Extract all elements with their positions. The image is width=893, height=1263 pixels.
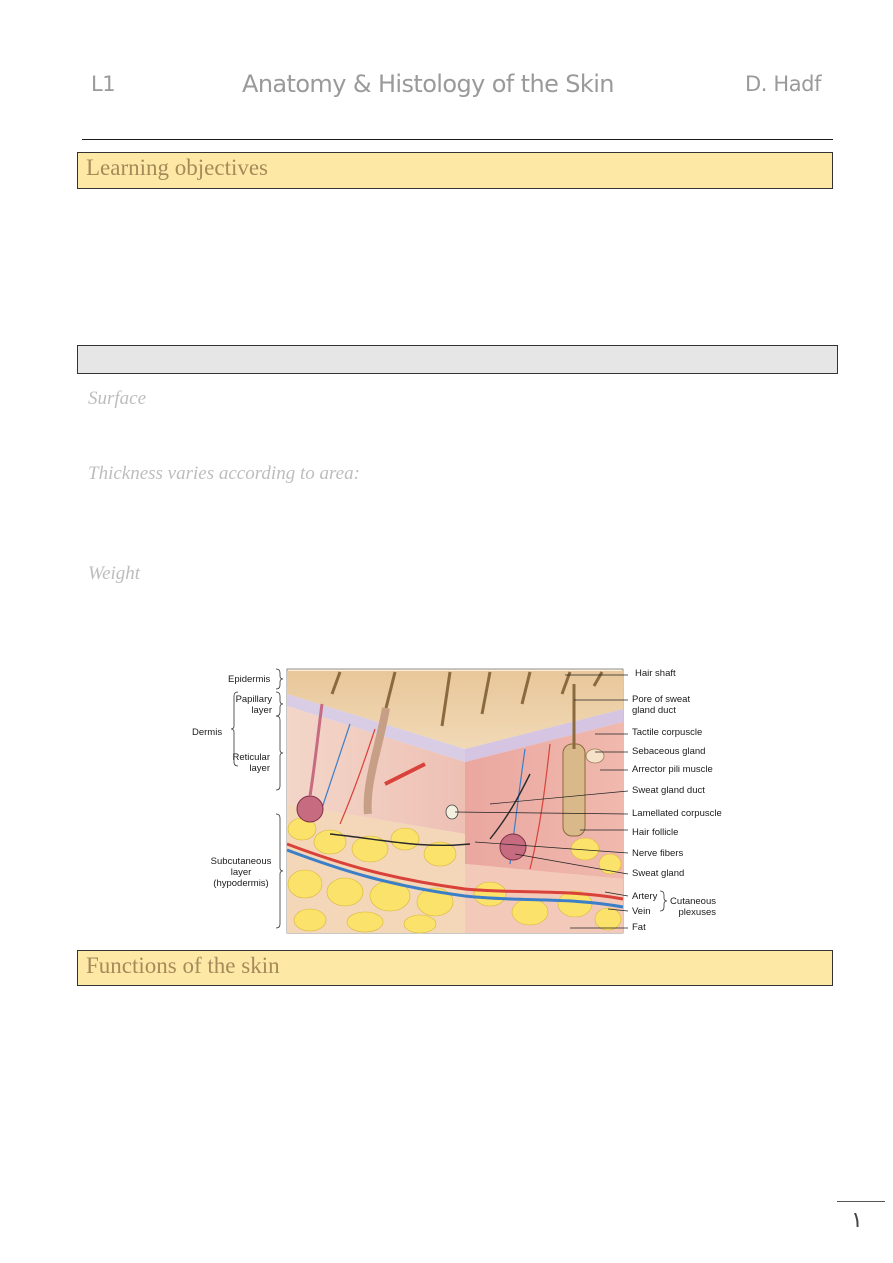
label-vein: Vein [632, 906, 651, 917]
label-subcutaneous-layer: Subcutaneous layer (hypodermis) [210, 856, 272, 889]
label-sweat-gland: Sweat gland [632, 868, 685, 879]
general-section-heading [77, 345, 838, 374]
label-dermis: Dermis [192, 727, 223, 738]
label-tactile-corpuscle: Tactile corpuscle [632, 727, 703, 738]
label-sebaceous-gland: Sebaceous gland [632, 746, 706, 757]
label-fat: Fat [632, 922, 646, 933]
label-pore-of-sweat-gland-duct: Pore of sweat gland duct [632, 694, 691, 716]
lecture-number: L1 [91, 72, 116, 96]
functions-label: Functions of the skin [86, 953, 280, 978]
label-nerve-fibers: Nerve fibers [632, 848, 684, 859]
label-reticular-layer: Reticular layer [232, 752, 271, 774]
author-name: D. Hadf [745, 72, 822, 96]
skin-anatomy-figure: Epidermis Papillary layer Dermis Reticul… [190, 664, 735, 936]
label-hair-shaft: Hair shaft [635, 668, 676, 679]
skin-cross-section-illustration [230, 668, 668, 934]
label-artery: Artery [632, 891, 658, 902]
footer-divider [837, 1201, 885, 1202]
label-cutaneous-plexuses: Cutaneous plexuses [670, 896, 716, 918]
learning-objectives-heading: Learning objectives [77, 152, 833, 189]
page-number: ١ [851, 1208, 863, 1233]
header-divider [82, 139, 833, 140]
surface-subheading: Surface [88, 388, 147, 409]
label-epidermis: Epidermis [228, 674, 271, 685]
label-papillary-layer: Papillary layer [235, 694, 272, 716]
thickness-subheading: Thickness varies according to area: [88, 463, 360, 484]
learning-objectives-label: Learning objectives [86, 155, 269, 180]
page-title: Anatomy & Histology of the Skin [242, 70, 615, 98]
functions-heading: Functions of the skin [77, 950, 833, 986]
label-lamellated-corpuscle: Lamellated corpuscle [632, 808, 722, 819]
label-sweat-gland-duct: Sweat gland duct [632, 785, 705, 796]
label-arrector-pili-muscle: Arrector pili muscle [632, 764, 713, 775]
weight-subheading: Weight [88, 563, 141, 584]
label-hair-follicle: Hair follicle [632, 827, 679, 838]
